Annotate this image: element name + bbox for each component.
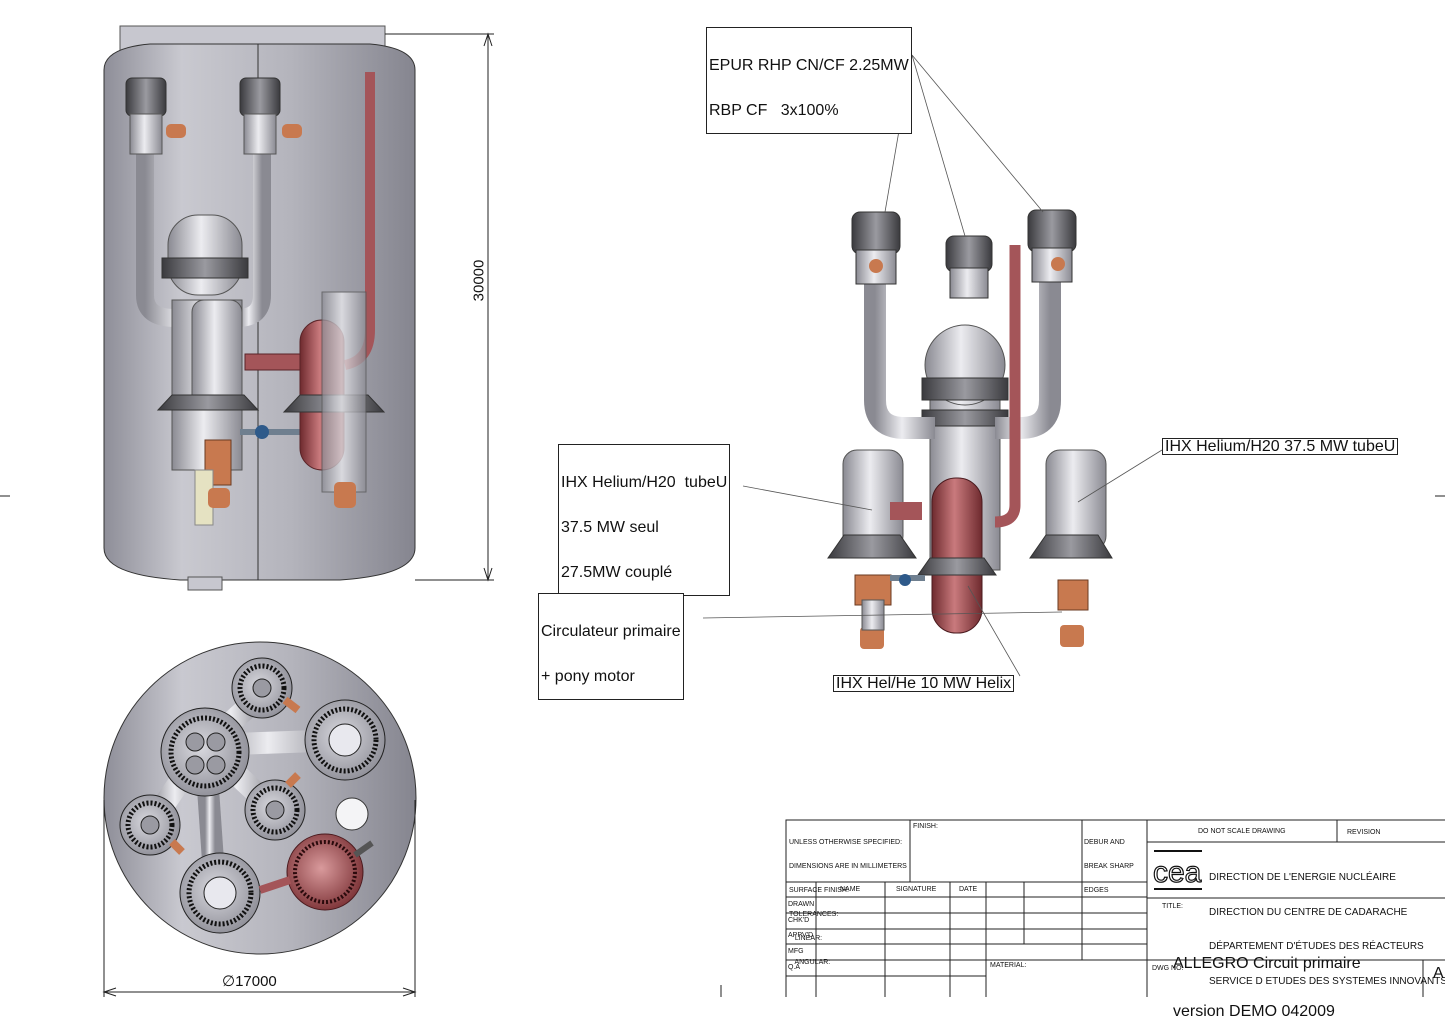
tb-title-label: TITLE: — [1162, 903, 1184, 910]
callout-circulateur-line-2: + pony motor — [541, 668, 635, 685]
tb-org-line: DIRECTION DU CENTRE DE CADARACHE — [1209, 906, 1408, 918]
title-block-frame — [785, 819, 1445, 997]
tb-row-mfg: MFG — [788, 948, 804, 955]
vessel-top-view — [103, 641, 417, 955]
primary-circuit-isometric — [827, 209, 1113, 649]
tb-org-block: DIRECTION DE L'ENERGIE NUCLÉAIRE DIRECTI… — [1209, 849, 1445, 999]
height-dimension-line — [385, 32, 494, 582]
tb-revision: REVISION — [1347, 829, 1381, 836]
tb-spec-line: DIMENSIONS ARE IN MILLIMETERS — [789, 863, 907, 870]
tb-title-line-2: version DEMO 042009 — [1173, 1003, 1335, 1020]
tb-spec-line: LINEAR: — [789, 935, 823, 942]
tb-dwg-no: DWG NO. — [1152, 965, 1184, 972]
cea-logo-text: cea — [1153, 856, 1202, 889]
callout-circulateur: Circulateur primaire + pony motor — [538, 593, 684, 700]
callout-epur: EPUR RHP CN/CF 2.25MW RBP CF 3x100% — [706, 27, 912, 134]
tb-title: ALLEGRO Circuit primaire version DEMO 04… — [1173, 924, 1361, 1036]
tb-row-chkd: CHK'D — [788, 917, 810, 924]
vessel-side-view — [103, 25, 416, 591]
tb-do-not-scale: DO NOT SCALE DRAWING — [1198, 828, 1286, 835]
tb-title-line-1: ALLEGRO Circuit primaire — [1173, 955, 1361, 972]
tb-col-signature: SIGNATURE — [896, 886, 937, 893]
callout-ihx-left: IHX Helium/H20 tubeU 37.5 MW seul 27.5MW… — [558, 444, 731, 596]
callout-epur-line-1: EPUR RHP CN/CF 2.25MW — [709, 57, 909, 74]
tb-org-line: DIRECTION DE L'ENERGIE NUCLÉAIRE — [1209, 872, 1396, 883]
tb-deburr-line: BREAK SHARP — [1084, 863, 1134, 870]
tb-org-line: SERVICE D ETUDES DES SYSTEMES INNOVANTS — [1209, 975, 1445, 987]
drawing-sheet: cea — [0, 25, 1445, 997]
leader-lines — [702, 54, 1163, 677]
callout-ihx-left-line-1: IHX Helium/H20 tubeU — [561, 474, 728, 491]
cea-logo: cea — [1152, 850, 1202, 890]
tb-deburr-line: EDGES — [1084, 887, 1109, 894]
tb-size: A — [1433, 965, 1444, 982]
tb-col-date: DATE — [959, 886, 978, 893]
tb-row-appvd: APPV'D — [788, 932, 814, 939]
height-dimension-value: 30000 — [470, 259, 488, 302]
tb-spec-line: UNLESS OTHERWISE SPECIFIED: — [789, 839, 903, 846]
tb-spec-line: TOLERANCES: — [789, 911, 839, 918]
tb-row-drawn: DRAWN — [788, 901, 815, 908]
diameter-dimension-line — [102, 800, 417, 997]
tb-org-line: DÉPARTEMENT D'ÉTUDES DES RÉACTEURS — [1209, 941, 1424, 952]
sheet-ticks — [0, 495, 1445, 997]
tb-deburr: DEBUR AND BREAK SHARP EDGES — [1084, 823, 1134, 903]
tb-col-name: NAME — [840, 886, 861, 893]
callout-circulateur-line-1: Circulateur primaire — [541, 623, 681, 640]
callout-epur-line-2: RBP CF 3x100% — [709, 102, 839, 119]
tb-material: MATERIAL: — [990, 962, 1027, 969]
callout-ihx-helix: IHX Hel/He 10 MW Helix — [833, 675, 1015, 692]
tb-row-qa: Q.A — [788, 964, 801, 971]
callout-ihx-right: IHX Helium/H20 37.5 MW tubeU — [1162, 438, 1399, 455]
tb-deburr-line: DEBUR AND — [1084, 839, 1125, 846]
callout-ihx-left-line-3: 27.5MW couplé — [561, 564, 673, 581]
tb-finish: FINISH: — [913, 823, 938, 830]
tb-spec-line: SURFACE FINISH: — [789, 887, 849, 894]
tb-spec-line: ANGULAR: — [789, 959, 831, 966]
tb-spec-block: UNLESS OTHERWISE SPECIFIED: DIMENSIONS A… — [789, 823, 907, 975]
callout-ihx-left-line-2: 37.5 MW seul — [561, 519, 659, 536]
diameter-dimension-value: ∅17000 — [222, 973, 277, 990]
